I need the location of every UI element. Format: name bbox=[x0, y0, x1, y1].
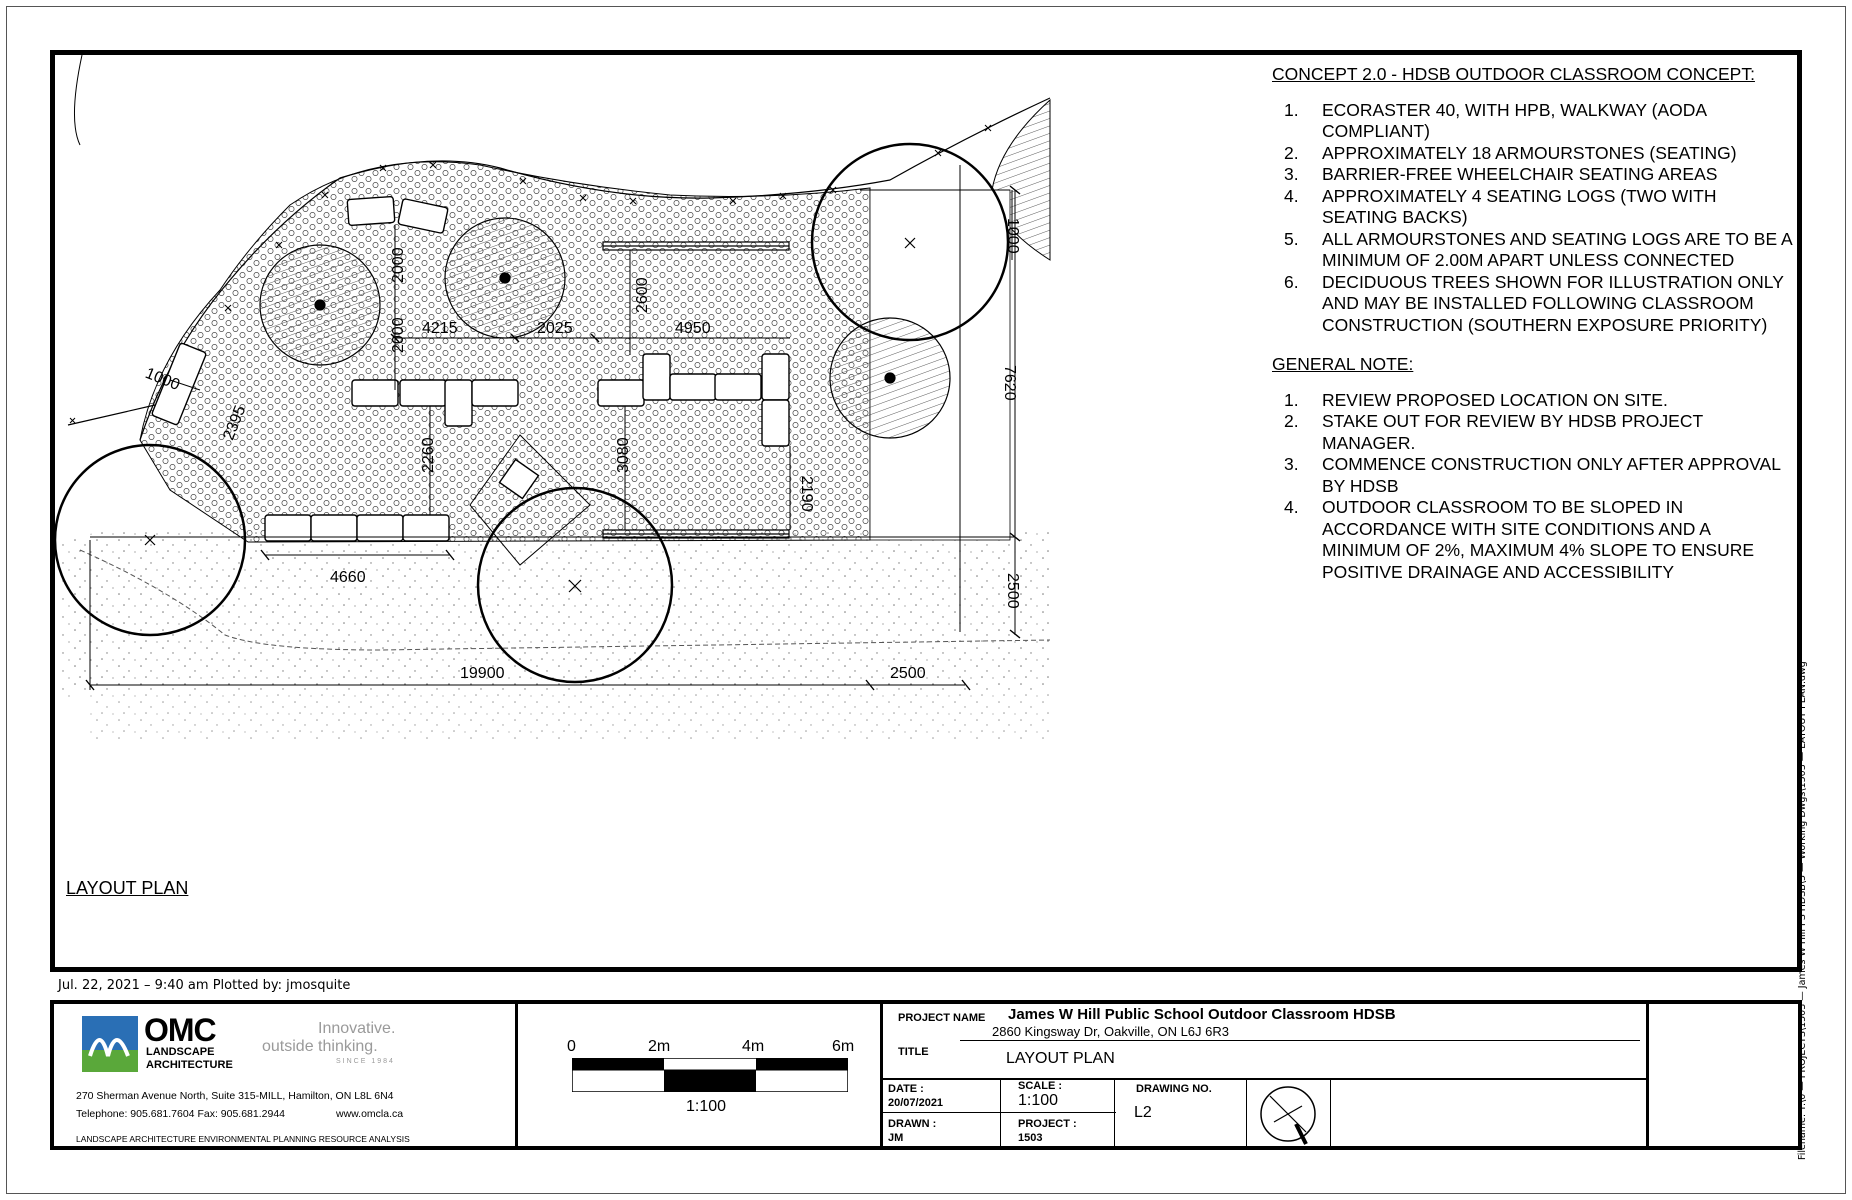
divider bbox=[1246, 1078, 1247, 1150]
concept-item: 4.APPROXIMATELY 4 SEATING LOGS (TWO WITH… bbox=[1284, 185, 1717, 228]
concept-heading: CONCEPT 2.0 - HDSB OUTDOOR CLASSROOM CON… bbox=[1272, 64, 1755, 84]
scale-tick-4m: 4m bbox=[742, 1038, 765, 1055]
concept-list: 1.ECORASTER 40, WITH HPB, WALKWAY (AODA … bbox=[1272, 100, 1792, 337]
dim-2025: 2025 bbox=[537, 320, 573, 337]
dim-3080: 3080 bbox=[615, 437, 632, 473]
wheelchair-seating-area bbox=[469, 434, 591, 566]
dim-7620: 7620 bbox=[1001, 365, 1018, 401]
concept-item: 1.ECORASTER 40, WITH HPB, WALKWAY (AODA … bbox=[1284, 99, 1707, 142]
scale-label: SCALE : bbox=[1018, 1080, 1062, 1092]
dimension-ticks bbox=[85, 185, 1021, 691]
scale-tick-0: 0 bbox=[567, 1038, 576, 1055]
concept-item: 5.ALL ARMOURSTONES AND SEATING LOGS ARE … bbox=[1284, 228, 1792, 271]
divider bbox=[1330, 1078, 1331, 1150]
dim-19900: 19900 bbox=[460, 665, 505, 682]
brand-name: OMC bbox=[144, 1012, 217, 1048]
concept-item: 3.BARRIER-FREE WHEELCHAIR SEATING AREAS bbox=[1284, 164, 1718, 184]
project-name-label: PROJECT NAME bbox=[898, 1012, 986, 1024]
divider bbox=[880, 1078, 1646, 1080]
lawn-area bbox=[60, 530, 1050, 700]
services: LANDSCAPE ARCHITECTURE ENVIRONMENTAL PLA… bbox=[76, 1134, 410, 1144]
address: 270 Sherman Avenue North, Suite 315-MILL… bbox=[76, 1090, 394, 1102]
tagline-1: Innovative. bbox=[318, 1020, 396, 1037]
drawing-no-label: DRAWING NO. bbox=[1136, 1083, 1212, 1095]
project-number: 1503 bbox=[1018, 1132, 1043, 1144]
divider bbox=[1000, 1078, 1001, 1150]
north-arrow-icon bbox=[1260, 1086, 1316, 1145]
general-note-item: 3.COMMENCE CONSTRUCTION ONLY AFTER APPRO… bbox=[1284, 454, 1781, 496]
divider bbox=[515, 1000, 518, 1150]
scale-ratio: 1:100 bbox=[686, 1098, 727, 1115]
project-address: 2860 Kingsway Dr, Oakville, ON L6J 6R3 bbox=[992, 1024, 1229, 1039]
general-note-item: 2.STAKE OUT FOR REVIEW BY HDSB PROJECT M… bbox=[1284, 411, 1703, 453]
layout-plan-title: LAYOUT PLAN bbox=[66, 878, 189, 898]
dim-2000-top: 2000 bbox=[390, 247, 407, 283]
general-note-heading: GENERAL NOTE: bbox=[1272, 354, 1414, 374]
tagline-2: outside thinking. bbox=[262, 1038, 378, 1055]
concept-item: 6.DECIDUOUS TREES SHOWN FOR ILLUSTRATION… bbox=[1284, 271, 1784, 335]
existing-trees bbox=[53, 142, 1010, 684]
dim-4950: 4950 bbox=[675, 320, 711, 337]
lawn-lower bbox=[90, 690, 1050, 740]
dashed-path-edge bbox=[79, 549, 1051, 651]
divider bbox=[880, 1112, 1116, 1113]
concept-item: 2.APPROXIMATELY 18 ARMOURSTONES (SEATING… bbox=[1284, 142, 1737, 163]
divider bbox=[1114, 1078, 1115, 1150]
boundary-arc bbox=[74, 54, 83, 146]
general-note-item: 4.OUTDOOR CLASSROOM TO BE SLOPED IN ACCO… bbox=[1284, 497, 1755, 582]
date-value: 20/07/2021 bbox=[888, 1097, 944, 1109]
dim-2500-horizontal: 2500 bbox=[890, 665, 926, 682]
fence-line bbox=[67, 97, 1051, 441]
dim-2500-vertical: 2500 bbox=[1004, 573, 1021, 609]
dim-4660: 4660 bbox=[330, 569, 366, 586]
dimension-lines bbox=[90, 190, 1016, 686]
phone: Telephone: 905.681.7604 Fax: 905.681.294… bbox=[76, 1108, 286, 1120]
dim-2190: 2190 bbox=[798, 476, 815, 512]
since-text: SINCE 1984 bbox=[336, 1058, 395, 1065]
drawing-sheet bbox=[6, 6, 1846, 1194]
drawing-frame bbox=[50, 50, 1802, 972]
date-label: DATE : bbox=[888, 1083, 924, 1095]
divider bbox=[1646, 1000, 1649, 1150]
scale-value: 1:100 bbox=[1018, 1092, 1059, 1109]
project-label: PROJECT : bbox=[1018, 1118, 1077, 1130]
scale-tick-2m: 2m bbox=[648, 1038, 671, 1055]
sheet-title: LAYOUT PLAN bbox=[1006, 1050, 1115, 1067]
drawing-no: L2 bbox=[1134, 1104, 1152, 1121]
dim-2000-lower: 2000 bbox=[390, 317, 407, 353]
brand-line-2: ARCHITECTURE bbox=[146, 1059, 233, 1071]
dimension-labels: 1000 2395 2000 2000 4215 2025 2600 4950 … bbox=[143, 218, 1021, 682]
plot-info: Jul. 22, 2021 – 9:40 am Plotted by: jmos… bbox=[58, 978, 351, 993]
dim-1000-right: 1000 bbox=[1004, 218, 1021, 254]
scale-tick-6m: 6m bbox=[832, 1038, 855, 1055]
dim-2600: 2600 bbox=[634, 277, 651, 313]
outline-lines bbox=[89, 165, 1015, 690]
website: www.omcla.ca bbox=[336, 1108, 404, 1120]
title-label: TITLE bbox=[898, 1046, 929, 1058]
project-name: James W Hill Public School Outdoor Class… bbox=[1008, 1006, 1396, 1023]
seating-logs bbox=[602, 241, 790, 539]
dim-2260: 2260 bbox=[420, 437, 437, 473]
brand-line-1: LANDSCAPE bbox=[146, 1046, 215, 1058]
armourstones bbox=[151, 195, 790, 542]
drawn-value: JM bbox=[888, 1132, 904, 1144]
general-note-item: 1.REVIEW PROPOSED LOCATION ON SITE. bbox=[1284, 389, 1668, 410]
divider bbox=[880, 1000, 883, 1150]
title-block bbox=[50, 1000, 1802, 1150]
divider bbox=[960, 1040, 1640, 1041]
general-note-list: 1.REVIEW PROPOSED LOCATION ON SITE. 2.ST… bbox=[1272, 390, 1792, 584]
dim-4215: 4215 bbox=[422, 320, 458, 337]
layout-plan-drawing: 1000 2395 2000 2000 4215 2025 2600 4950 … bbox=[53, 54, 1051, 740]
omc-logo-icon bbox=[82, 1016, 138, 1072]
proposed-trees bbox=[259, 217, 951, 439]
drawn-label: DRAWN : bbox=[888, 1118, 937, 1130]
scale-bar bbox=[572, 1058, 848, 1092]
notes-panel: CONCEPT 2.0 - HDSB OUTDOOR CLASSROOM CON… bbox=[1272, 64, 1792, 601]
